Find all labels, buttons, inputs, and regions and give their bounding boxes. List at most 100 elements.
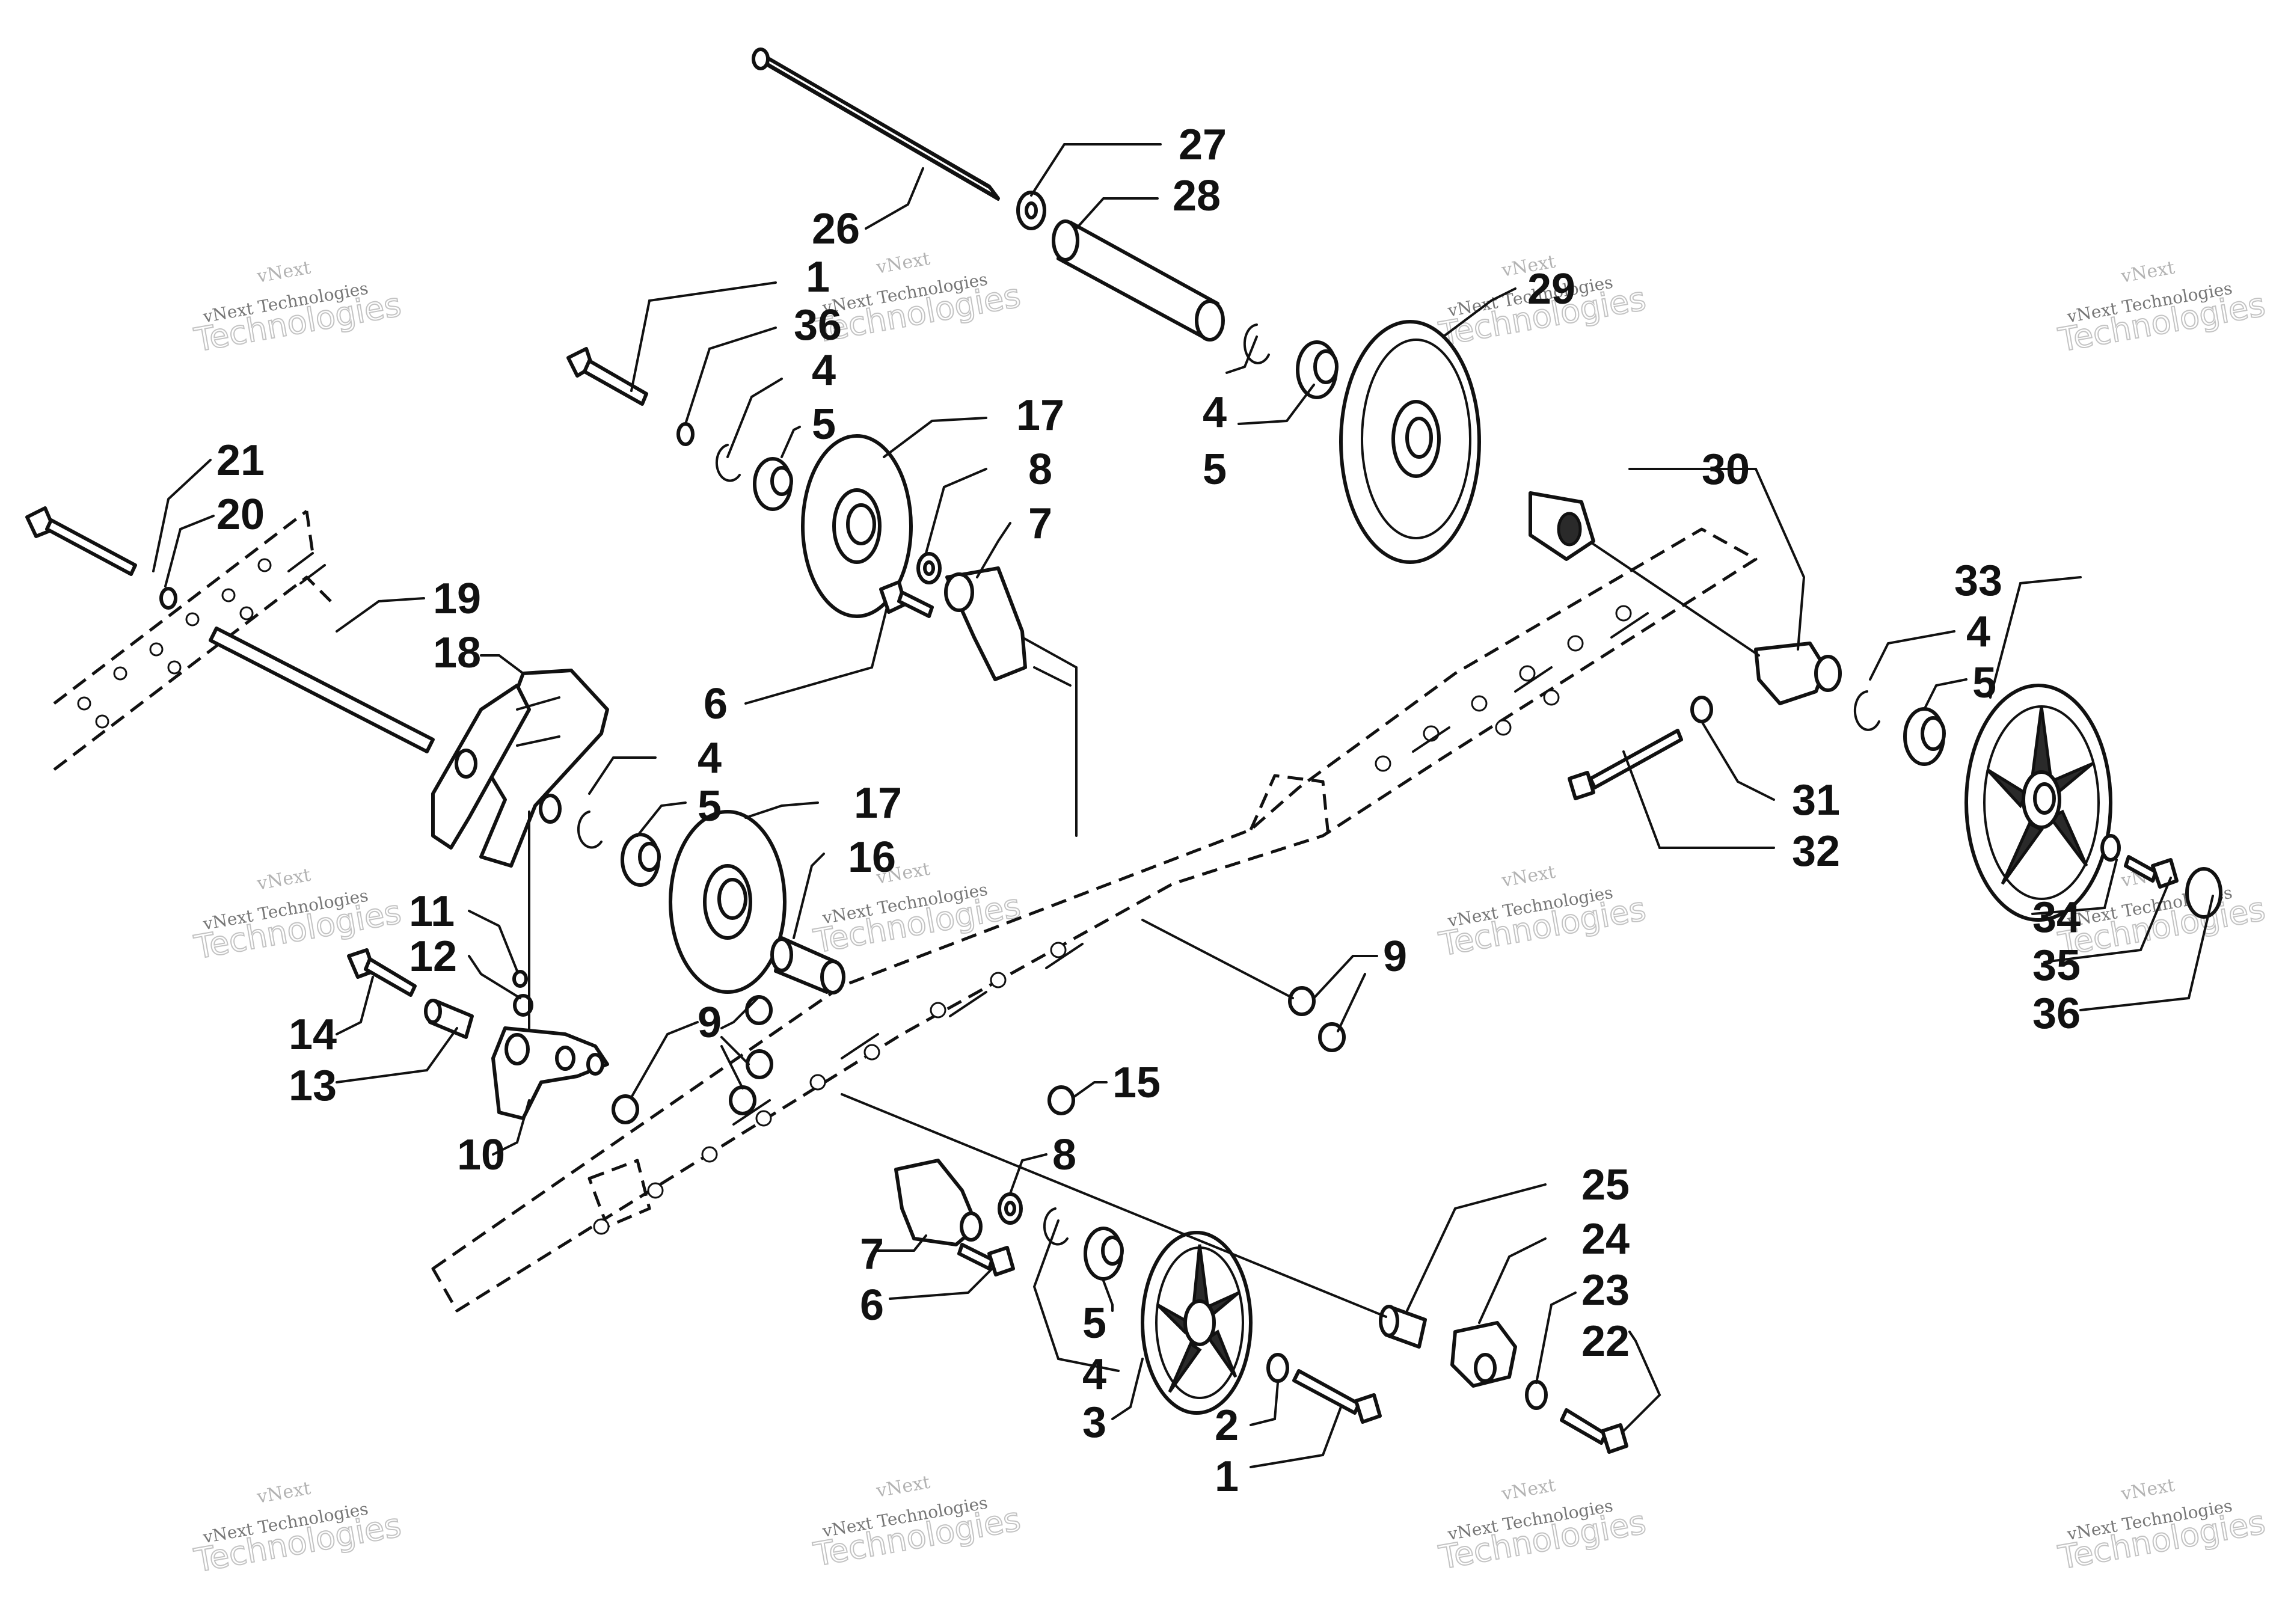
callout-29: 29 [1527,265,1575,313]
washer-23 [1525,1380,1548,1410]
svg-text:vNext: vNext [2119,257,2177,287]
bracket-7b [894,1159,983,1246]
nut-15 [1047,1085,1075,1115]
callout-8: 8 [1052,1131,1076,1179]
callout-34: 34 [2032,893,2081,942]
svg-text:vNext: vNext [874,1472,932,1502]
hub-30 [1529,491,1842,705]
spacer-16 [770,936,845,994]
callout-27: 27 [1179,121,1227,169]
circlip-4b [1243,323,1270,364]
bearing-5a [753,457,793,511]
pin-11 [512,970,528,988]
callout-22: 22 [1581,1317,1630,1365]
callout-9: 9 [698,999,722,1047]
bearing-5e [1084,1227,1124,1281]
callout-6: 6 [860,1281,884,1329]
circlip-4c [1853,690,1880,731]
svg-text:vNext: vNext [255,1478,313,1508]
callout-21: 21 [216,437,265,485]
cap-36b [2185,867,2222,919]
svg-text:vNext: vNext [1500,1475,1557,1505]
callout-25: 25 [1581,1161,1630,1209]
wheel-17a [801,434,913,618]
bolt-14 [347,948,417,997]
bracket-10 [491,1026,609,1120]
callout-33: 33 [1954,557,2002,605]
svg-text:vNext: vNext [255,865,313,895]
watermark: vNext vNext Technologies Technologies [191,1478,405,1581]
slide-rail-right [431,527,1758,1313]
callout-8: 8 [1028,446,1052,494]
circlip-4e [1043,1207,1069,1246]
callout-3: 3 [1082,1399,1106,1447]
callout-14: 14 [289,1011,337,1059]
callout-4: 4 [812,346,836,394]
washer-27 [1016,191,1046,230]
callout-4: 4 [1082,1350,1106,1399]
callout-5: 5 [1082,1299,1106,1347]
svg-text:vNext: vNext [874,248,932,278]
idler-wheel-29 [1339,320,1481,564]
bracket-7a [944,566,1078,837]
wheel-17b [669,810,787,994]
bracket-24 [1450,1321,1517,1388]
svg-text:vNext: vNext [1500,862,1557,892]
bolt-21 [25,506,137,576]
watermark: vNext vNext Technologies Technologies [2055,257,2269,360]
bolt-6b [957,1243,1015,1276]
washer-8b [998,1192,1023,1225]
washer-8a [916,552,942,584]
callout-36: 36 [794,301,842,349]
callout-4: 4 [1203,388,1227,437]
nut-31 [1690,696,1713,723]
watermark: vNext vNext Technologies Technologies [1435,1475,1649,1578]
callout-2: 2 [1215,1402,1239,1450]
callout-7: 7 [1028,500,1052,548]
watermark: vNext vNext Technologies Technologies [191,257,405,360]
nut-12 [513,994,533,1017]
callout-5: 5 [812,400,836,449]
watermark: vNext vNext Technologies Technologies [1435,862,1649,964]
callout-26: 26 [812,205,860,253]
callout-5: 5 [698,782,722,830]
callout-5: 5 [1972,659,1996,707]
part-callouts: 26 27 28 1 36 4 5 29 4 5 17 8 7 21 20 19… [216,121,2081,1501]
callout-17: 17 [1016,391,1064,440]
callout-20: 20 [216,491,265,539]
callout-13: 13 [289,1062,337,1110]
svg-text:vNext: vNext [2119,1475,2177,1505]
watermark: vNext vNext Technologies Technologies [2055,1475,2269,1578]
callout-18: 18 [433,629,481,677]
callout-12: 12 [409,933,457,981]
bolt-32 [1568,729,1683,800]
washer-2 [1266,1353,1289,1383]
watermark: vNext vNext Technologies Technologies [191,865,405,967]
circlip-4a [715,444,741,482]
callout-7: 7 [860,1230,884,1278]
callout-4: 4 [698,734,722,782]
callout-9: 9 [1383,933,1407,981]
watermark: vNext vNext Technologies Technologies [810,248,1024,351]
callout-16: 16 [848,833,896,881]
bearing-5d [621,833,661,887]
callout-24: 24 [1581,1215,1630,1263]
watermark: vNext vNext Technologies Technologies [810,1472,1024,1575]
callout-28: 28 [1173,172,1221,220]
bolt-1a [566,347,648,406]
leader-lines [152,143,2214,1468]
spacer-25 [841,1093,1427,1349]
callout-17: 17 [854,779,902,827]
callout-1: 1 [1215,1453,1239,1501]
circlip-4d [577,810,603,849]
watermark: vNext vNext Technologies Technologies [810,859,1024,961]
callout-36: 36 [2032,990,2081,1038]
wheel-3 [1141,1231,1253,1415]
callout-31: 31 [1792,776,1840,824]
bolt-6a [879,580,934,618]
washer-34 [2100,834,2121,862]
callout-30: 30 [1702,446,1750,494]
svg-text:vNext: vNext [255,257,313,287]
bearing-5c [1903,707,1946,766]
